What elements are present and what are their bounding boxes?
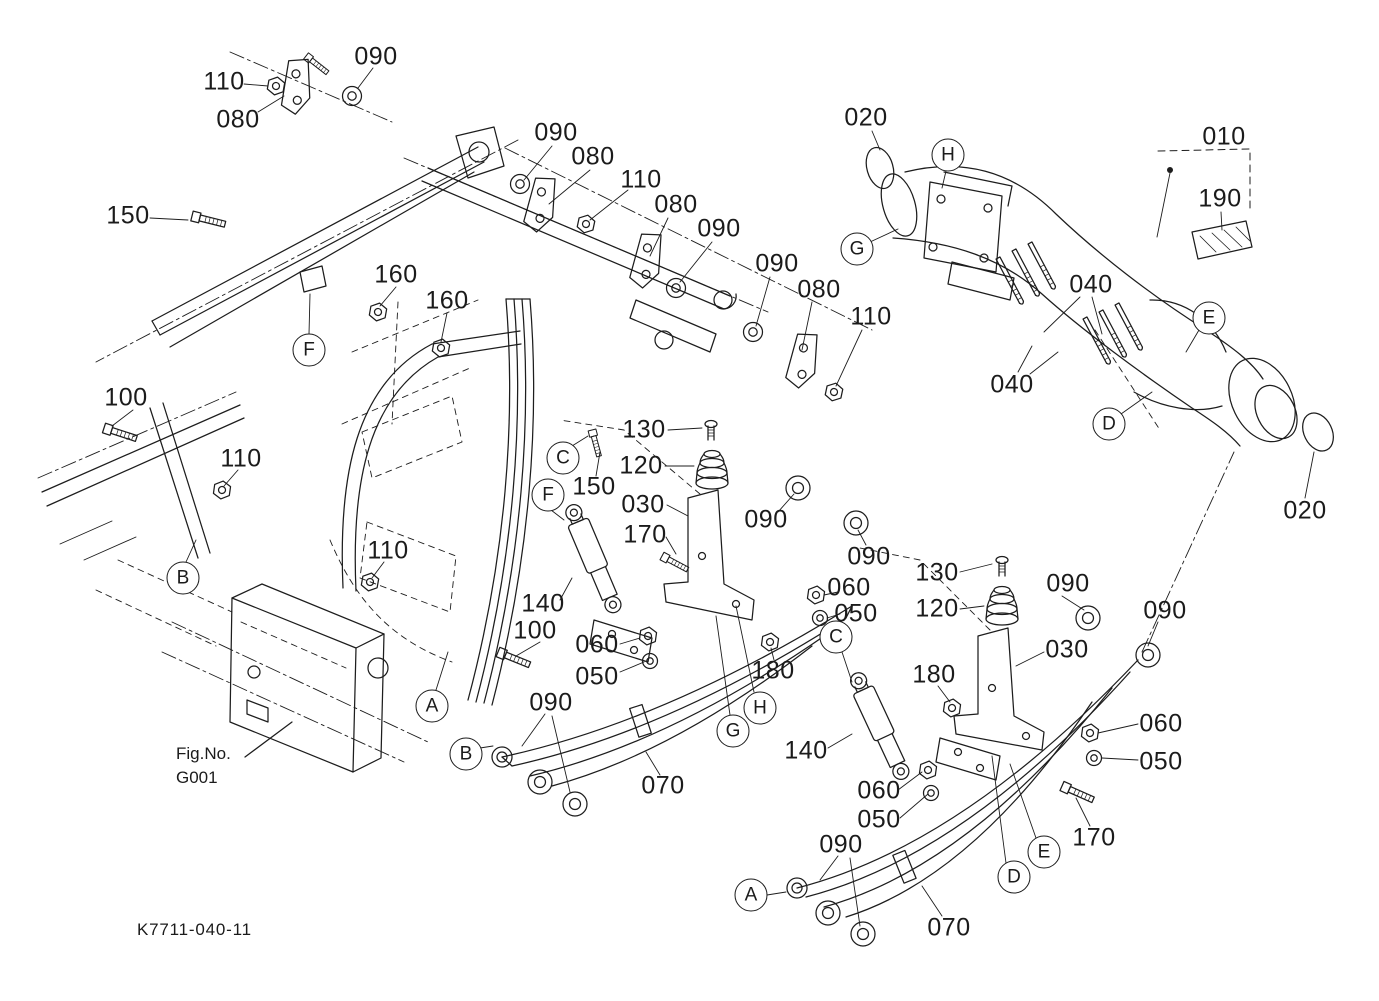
figure-number-caption: Fig.No. xyxy=(176,744,231,763)
callout-badge: D xyxy=(1092,407,1126,441)
part-number-label: 040 xyxy=(1069,270,1113,299)
part-number-label: 140 xyxy=(521,589,565,618)
callout-badge: C xyxy=(546,441,580,475)
part-number-label: 100 xyxy=(104,383,148,412)
part-number-label: 090 xyxy=(755,249,799,278)
part-number-label: 180 xyxy=(912,660,956,689)
part-number-label: 080 xyxy=(571,142,615,171)
callout-badge: G xyxy=(840,232,874,266)
part-number-label: 110 xyxy=(220,444,262,473)
part-number-label: 170 xyxy=(1072,823,1116,852)
part-number-label: 080 xyxy=(654,190,698,219)
cab-frame xyxy=(329,298,535,706)
callout-badge: H xyxy=(931,138,965,172)
callout-badge: E xyxy=(1192,301,1226,335)
part-number-label: 130 xyxy=(915,558,959,587)
part-number-label: 090 xyxy=(819,830,863,859)
part-number-label: 090 xyxy=(1143,596,1187,625)
part-number-label: 110 xyxy=(367,536,409,565)
part-number-label: 150 xyxy=(572,472,616,501)
part-number-label: 110 xyxy=(850,302,892,331)
part-number-label: 050 xyxy=(857,805,901,834)
callout-badge: B xyxy=(449,737,483,771)
callout-badge: A xyxy=(734,878,768,912)
part-number-label: 040 xyxy=(990,370,1034,399)
drawing-code: K7711-040-11 xyxy=(137,920,252,939)
part-number-label: 020 xyxy=(1283,496,1327,525)
rear-axle xyxy=(865,146,1334,452)
part-number-label: 050 xyxy=(575,662,619,691)
part-number-label: 110 xyxy=(203,67,245,96)
figure-number-block: Fig.No. G001 xyxy=(176,742,231,790)
callout-badge: D xyxy=(997,860,1031,894)
hanger-bracket-top-left xyxy=(190,51,393,230)
left-chassis xyxy=(37,391,429,773)
part-number-label: 090 xyxy=(847,542,891,571)
part-number-label: 090 xyxy=(697,214,741,243)
part-number-label: 090 xyxy=(534,118,578,147)
callout-badge: H xyxy=(743,691,777,725)
part-number-label: 030 xyxy=(1045,635,1089,664)
part-number-label: 090 xyxy=(1046,569,1090,598)
part-number-label: 160 xyxy=(425,286,469,315)
part-number-label: 120 xyxy=(619,451,663,480)
suspension-right xyxy=(786,451,1235,947)
part-number-label: 110 xyxy=(620,165,662,194)
part-number-label: 060 xyxy=(575,630,619,659)
part-number-label: 090 xyxy=(744,505,788,534)
part-number-label: 190 xyxy=(1198,184,1242,213)
part-number-label: 090 xyxy=(529,688,573,717)
part-number-label: 030 xyxy=(621,490,665,519)
callout-badge: C xyxy=(819,620,853,654)
callout-badge: E xyxy=(1027,835,1061,869)
part-number-label: 150 xyxy=(106,201,150,230)
leader-lines xyxy=(111,67,1315,927)
callout-badge: B xyxy=(166,561,200,595)
part-number-label: 080 xyxy=(216,105,260,134)
part-number-label: 130 xyxy=(622,415,666,444)
part-number-label: 090 xyxy=(354,42,398,71)
frame-rail-upper-right xyxy=(403,147,873,404)
part-number-label: 180 xyxy=(751,656,795,685)
part-number-label: 010 xyxy=(1202,122,1246,151)
callout-badge: G xyxy=(716,714,750,748)
part-number-label: 070 xyxy=(641,771,685,800)
part-number-label: 060 xyxy=(1139,709,1183,738)
part-number-label: 140 xyxy=(784,736,828,765)
part-number-label: 050 xyxy=(1139,747,1183,776)
part-number-label: 070 xyxy=(927,913,971,942)
callout-badge: F xyxy=(531,478,565,512)
part-number-label: 120 xyxy=(915,594,959,623)
part-number-label: 060 xyxy=(857,776,901,805)
part-number-label: 160 xyxy=(374,260,418,289)
figure-number-value: G001 xyxy=(176,767,218,787)
suspension-center xyxy=(491,419,869,817)
part-number-label: 170 xyxy=(623,520,667,549)
part-number-label: 100 xyxy=(513,616,557,645)
part-number-label: 060 xyxy=(827,573,871,602)
part-number-label: 020 xyxy=(844,103,888,132)
callout-badge: F xyxy=(292,333,326,367)
callout-badge: A xyxy=(415,689,449,723)
part-number-label: 080 xyxy=(797,275,841,304)
